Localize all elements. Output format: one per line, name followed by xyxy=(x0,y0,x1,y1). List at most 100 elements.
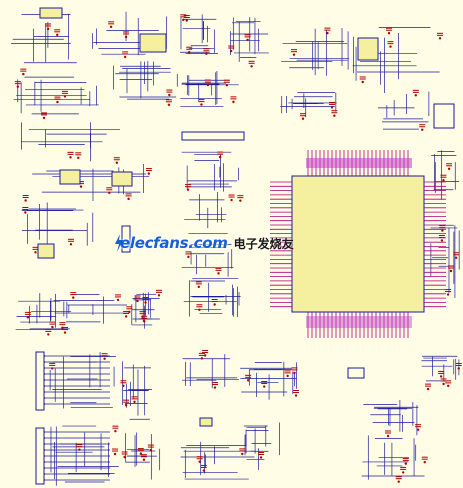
junction-dot xyxy=(442,179,445,182)
junction-dot xyxy=(79,185,83,188)
junction-dot xyxy=(124,315,128,318)
junction-dot xyxy=(250,65,253,68)
junction-dot xyxy=(217,272,220,275)
junction-dot xyxy=(198,308,201,311)
junction-dot xyxy=(263,385,266,388)
connector-lower-body xyxy=(35,427,45,485)
junction-dot xyxy=(455,256,458,259)
junction-dot xyxy=(446,293,450,296)
left-connector-upper xyxy=(35,351,45,411)
watermark-logo-icon xyxy=(115,234,123,252)
junction-dot xyxy=(56,33,59,37)
junction-dot xyxy=(292,53,296,56)
junction-dot xyxy=(16,85,20,88)
junction-dot xyxy=(72,296,75,299)
junction-dot xyxy=(246,379,250,382)
junction-dot xyxy=(414,94,418,97)
junction-dot xyxy=(187,51,191,54)
qfp-pins xyxy=(270,150,446,338)
junction-dot xyxy=(113,452,117,456)
junction-dot xyxy=(24,199,27,202)
left-connector-lower xyxy=(35,427,45,485)
junction-dot xyxy=(144,301,147,304)
junction-dot xyxy=(441,229,444,232)
junction-dot xyxy=(361,80,364,84)
junction-dot xyxy=(133,400,136,404)
junction-dot xyxy=(293,371,296,375)
small-ic xyxy=(199,417,213,427)
junction-dot xyxy=(230,198,233,202)
main-qfp-ic xyxy=(270,150,446,338)
junction-dot xyxy=(136,299,139,303)
pin-header-top xyxy=(181,131,245,141)
junction-dot xyxy=(182,18,185,22)
component-layer xyxy=(14,14,462,483)
junction-dot xyxy=(438,37,442,40)
junction-dot xyxy=(401,471,405,474)
junction-dot xyxy=(449,269,453,273)
junction-dot xyxy=(197,285,200,289)
junction-dot xyxy=(423,460,426,464)
junction-dot xyxy=(50,367,54,370)
junction-dot xyxy=(404,462,407,465)
qfp-bottom-bus xyxy=(306,316,412,328)
side-connector xyxy=(121,225,131,253)
junction-dot xyxy=(149,448,153,452)
junction-dot xyxy=(61,326,64,329)
junction-dot xyxy=(22,72,25,76)
junction-dot xyxy=(447,167,451,170)
junction-dot xyxy=(143,320,146,323)
junction-dot xyxy=(142,458,146,461)
junction-dot xyxy=(440,239,444,242)
junction-dot xyxy=(447,384,450,388)
junction-dot xyxy=(386,434,390,438)
junction-dot xyxy=(426,387,430,391)
regulator-c xyxy=(37,243,55,259)
junction-dot xyxy=(63,331,67,334)
junction-dot xyxy=(246,38,249,42)
junction-dot xyxy=(124,35,128,39)
top-ic-b xyxy=(357,37,379,61)
junction-dot xyxy=(213,386,217,389)
junction-dot xyxy=(239,199,242,202)
top-left-block xyxy=(39,7,63,19)
junction-dot xyxy=(213,303,216,306)
junction-dot xyxy=(42,116,46,120)
junction-dot xyxy=(259,456,263,459)
junction-dot xyxy=(157,294,161,297)
junction-dot xyxy=(114,429,117,433)
junction-dot xyxy=(229,49,233,53)
watermark: elecfans.com 电子发烧友 xyxy=(115,232,340,254)
junction-dot xyxy=(168,93,171,97)
junction-dot xyxy=(198,460,201,463)
junction-dot xyxy=(24,211,27,214)
junction-dot xyxy=(439,375,443,378)
junction-dot xyxy=(108,191,111,194)
junction-dot xyxy=(77,156,80,160)
junction-dot xyxy=(109,25,113,29)
junction-dot xyxy=(202,469,205,472)
junction-dot xyxy=(185,19,188,22)
junction-dot xyxy=(333,114,336,117)
top-ic-a xyxy=(139,33,167,53)
junction-dot xyxy=(218,155,222,159)
junction-dot xyxy=(286,374,289,378)
qfp-body xyxy=(291,175,425,313)
junction-dot xyxy=(205,52,208,55)
connector-upper-body xyxy=(35,351,45,411)
junction-dot xyxy=(186,188,190,191)
qfp-top-bus xyxy=(306,158,412,168)
junction-dot xyxy=(56,100,59,104)
junction-dot xyxy=(123,55,127,59)
junction-dot xyxy=(47,333,50,336)
junction-dot xyxy=(421,128,424,131)
junction-dot xyxy=(78,448,81,451)
junction-dot xyxy=(416,428,420,431)
junction-dot xyxy=(167,103,171,106)
junction-dot xyxy=(206,83,210,87)
junction-dot xyxy=(139,452,143,455)
junction-dot xyxy=(200,357,204,360)
junction-dot xyxy=(69,156,72,159)
junction-dot xyxy=(122,384,125,387)
